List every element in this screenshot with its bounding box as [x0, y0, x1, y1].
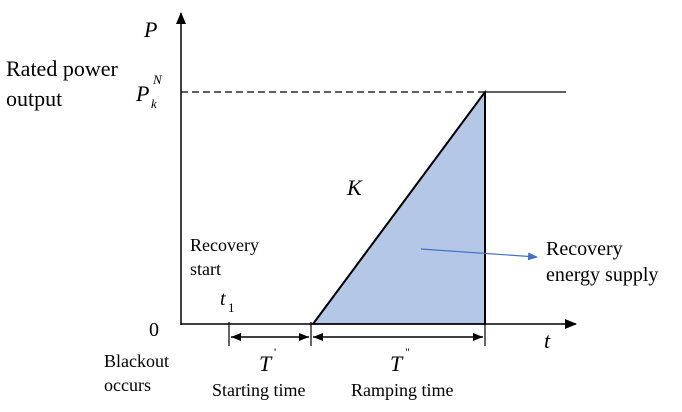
t1-subscript: 1 [228, 300, 235, 315]
rated-power-symbol-sub: k [151, 96, 157, 111]
energy-supply-line2: energy supply [546, 264, 658, 286]
blackout-line2: occurs [104, 375, 151, 395]
blackout-line1: Blackout [104, 351, 169, 371]
y-axis-symbol: P [143, 17, 157, 42]
starting-time-label: Starting time [212, 380, 306, 400]
energy-supply-line1: Recovery [546, 238, 623, 260]
rated-power-symbol: P [135, 81, 149, 106]
starting-time-symbol: T [259, 351, 273, 376]
x-axis-symbol: t [544, 328, 551, 353]
origin-label: 0 [149, 319, 159, 341]
energy-pointer-arrow [420, 248, 538, 261]
ramping-time-symbol: T [390, 351, 404, 376]
ramping-time-label: Ramping time [351, 380, 454, 400]
starting-time-prime: ' [274, 345, 276, 359]
ramp-line [312, 91, 486, 325]
rated-power-symbol-sup: N [152, 72, 163, 87]
t1-symbol: t [220, 288, 226, 310]
slope-label: K [346, 175, 363, 200]
recovery-start-line2: start [190, 259, 221, 279]
recovery-start-line1: Recovery [190, 235, 259, 255]
rated-power-label-line1: Rated power [6, 56, 118, 81]
rated-power-label-line2: output [6, 86, 62, 111]
ramping-time-prime: " [405, 345, 410, 359]
